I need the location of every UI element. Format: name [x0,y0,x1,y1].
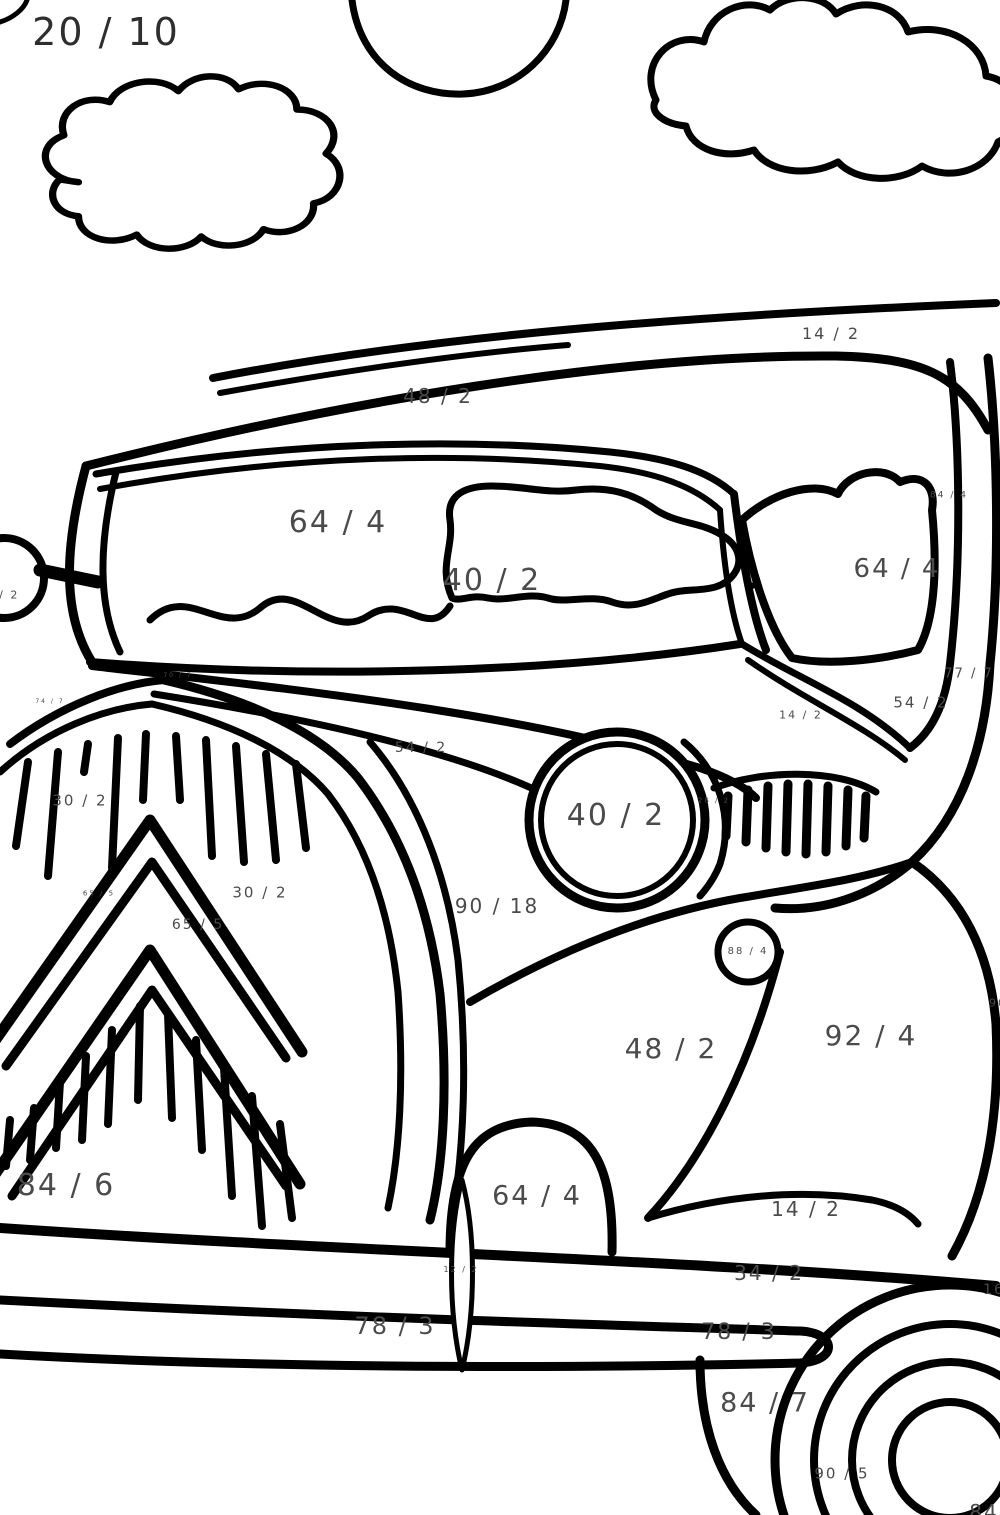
windshield-right-edge [717,507,745,647]
region-label[interactable]: 40 / 2 [442,563,542,598]
region-label[interactable]: 65 / 5 [82,889,116,898]
region-label[interactable]: 64 / 4 [853,554,941,584]
region-label[interactable]: 90 / 18 [454,894,540,918]
region-label[interactable]: 30 / 2 [232,883,288,902]
region-label[interactable]: 74 / 7 [35,698,65,705]
region-label[interactable]: 65 / 5 [171,917,225,933]
belt-line [86,640,744,676]
region-label[interactable]: 84 / 4 [930,490,968,501]
scuttle-line-1 [738,640,914,752]
region-label[interactable]: 30 / 2 [52,791,108,810]
region-label[interactable]: 54 / 2 [893,693,949,712]
side-mirror[interactable] [0,534,48,622]
region-label[interactable]: 77 / 7 [944,666,994,682]
chevron-upper-b [1,857,291,1071]
fender-hood-line [366,738,468,1222]
headlight[interactable] [524,727,710,913]
region-label[interactable]: 64 / 4 [492,1180,582,1212]
region-label[interactable]: 90 [989,996,1000,1010]
rear-body-sweep [907,857,1000,1261]
cloud-left[interactable] [41,73,344,252]
roof-top-line [209,299,1000,382]
a-pillar-inner [99,468,124,656]
louvre-top-line [710,770,880,796]
hood-line-2 [150,690,544,796]
region-label[interactable]: 48 / 2 [624,1032,718,1065]
region-label[interactable]: 88 / 4 [727,946,769,957]
hood-front-frame-2 [0,700,156,776]
bumper-dome[interactable] [445,1117,617,1257]
windshield-lower-squiggle [146,595,454,626]
grille-bars-lower [2,1002,296,1230]
region-label[interactable]: 90 / 5 [814,1464,870,1483]
wheel-rim[interactable] [848,1358,1000,1515]
region-label[interactable]: 34 / 2 [734,1261,804,1285]
rear-pillar-line-2 [770,353,1000,914]
grille-outer-edge [159,675,449,1225]
door-handle[interactable] [714,918,782,986]
headlight-back-arc [680,738,729,900]
region-label[interactable]: 20 / 10 [32,10,180,54]
hood-louvres [721,779,871,859]
corner-cloud-arc [0,0,30,25]
headlight-inner-ring [538,741,696,899]
windshield-top-outer [92,440,738,498]
region-label[interactable]: 14 / 2 [801,324,861,343]
region-label[interactable]: 64 / 4 [288,505,388,540]
grille-bars-upper [12,730,310,880]
grille-inner-edge [148,700,405,1212]
region-label[interactable]: 54 / 2 [394,740,448,756]
hood-front-frame-1 [6,676,168,748]
wheel-tire[interactable] [810,1320,1000,1515]
region-label[interactable]: 28 / 2 [697,796,731,805]
region-label[interactable]: 70 / 7 [163,672,193,679]
wheel-hub[interactable] [888,1398,1000,1515]
sun-icon[interactable] [348,0,570,98]
region-label[interactable]: 78 / 3 [354,1312,436,1340]
wheel-outer[interactable] [770,1280,1000,1515]
fender-top-line [466,858,916,1006]
chevron-upper-a[interactable] [0,814,308,1062]
scuttle-line-2 [745,657,908,763]
running-board-top [0,1223,1000,1291]
mirror-arm [33,563,105,589]
region-label[interactable]: 14 / 2 [771,1197,841,1221]
roof-inner-line [217,342,571,396]
quarter-window[interactable] [738,468,939,666]
region-label[interactable]: 16 [983,1282,1000,1298]
door-front-edge [644,948,784,1222]
region-label[interactable]: 84 / 6 [16,1168,116,1203]
region-label[interactable]: 40 / 2 [566,798,666,833]
bumper-guard-blade[interactable] [449,1177,475,1373]
cloud-right[interactable] [647,0,1000,182]
region-label[interactable]: 6 / 2 [0,588,20,602]
region-label[interactable]: 12 / 2 [443,1265,479,1274]
windshield-top-inner [97,454,723,513]
body-bottom-edge [644,1190,922,1228]
hood-line-1 [88,662,760,802]
region-label[interactable]: 48 / 2 [403,384,473,408]
bumper-band[interactable] [0,1295,833,1371]
rear-pillar-line-1 [906,358,963,752]
b-pillar [730,490,770,654]
region-label[interactable]: 14 / 2 [779,708,823,722]
windshield-reflection[interactable] [442,482,743,609]
region-label[interactable]: 92 / 4 [824,1019,918,1052]
fender-skirt-edge [695,1355,761,1515]
region-label[interactable]: 78 / 3 [701,1320,777,1345]
region-label[interactable]: 84 / 7 [720,1387,810,1419]
roof-front-edge [81,351,993,471]
region-label[interactable]: 84 [969,1500,999,1515]
